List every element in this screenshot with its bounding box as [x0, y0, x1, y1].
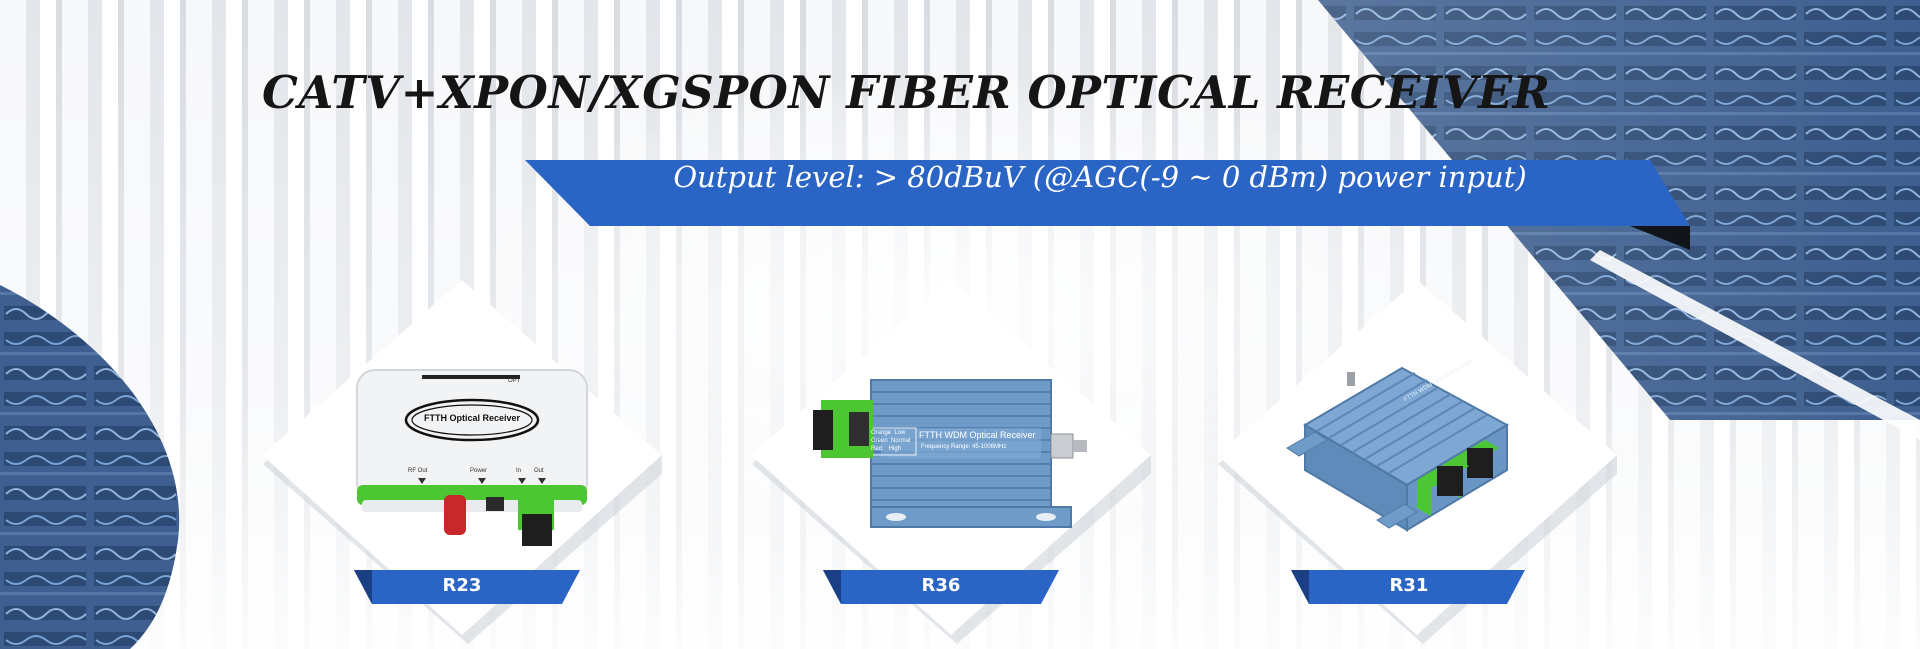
led-legend-orange: Orange Low — [871, 430, 906, 436]
banner-title: CATV+XPON/XGSPON FIBER OPTICAL RECEIVER — [262, 66, 1551, 119]
port-label-in: In — [516, 468, 522, 474]
led-legend-green: Green Normal — [871, 438, 911, 444]
port-label-rf-out: RF Out — [408, 468, 428, 474]
model-label-r36: R36 — [921, 575, 961, 596]
model-ribbon — [823, 570, 1059, 604]
device-brand-text: FTTH Optical Receiver — [423, 413, 521, 423]
model-ribbon — [1291, 570, 1525, 604]
product-card-r36[interactable]: FTTH WDM Optical Receiver Frequency Rang… — [751, 0, 1151, 649]
model-label-r23: R23 — [442, 575, 482, 596]
product-card-r23[interactable]: FTTH Optical Receiver OPT RF Out Power I… — [262, 0, 662, 649]
product-card-r31[interactable]: FTTH WDM Optical Receiver R31 — [1217, 0, 1617, 649]
port-label-power: Power — [470, 468, 488, 474]
port-label-out: Out — [534, 468, 544, 474]
banner-subtitle: Output level: > 80dBuV (@AGC(-9 ~ 0 dBm)… — [673, 160, 1527, 194]
model-ribbon — [354, 570, 580, 604]
subtitle-ribbon — [525, 160, 1690, 226]
device-brand-text: FTTH WDM Optical Receiver — [919, 430, 1036, 440]
led-legend-red: Red High — [871, 446, 902, 452]
port-label-opt: OPT — [508, 378, 521, 384]
device-frequency-text: Frequency Range: 45-1006MHz — [921, 444, 1007, 450]
model-label-r31: R31 — [1389, 575, 1429, 596]
